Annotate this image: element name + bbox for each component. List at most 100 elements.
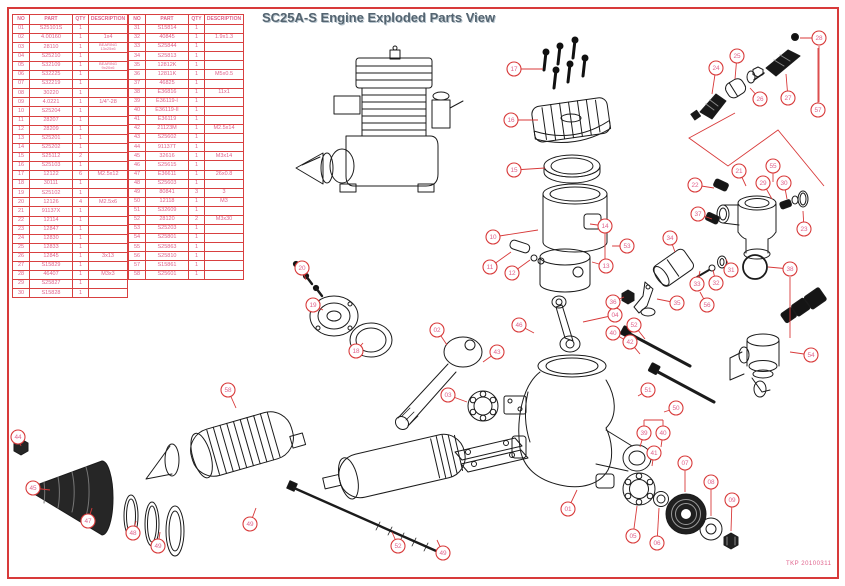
svg-text:29: 29 <box>759 180 767 187</box>
part-description <box>204 260 244 271</box>
callout-balloon-40: 40 <box>605 325 621 341</box>
leader-line <box>492 229 539 238</box>
part-description: BEARING 9x20x6 <box>88 60 128 72</box>
piston-pin <box>509 239 545 265</box>
callout-balloon-10: 10 <box>485 229 501 245</box>
part-description <box>88 79 128 90</box>
callout-balloon-20: 20 <box>294 260 310 276</box>
callout-balloon-29: 29 <box>755 175 771 191</box>
svg-text:18: 18 <box>352 348 360 355</box>
svg-text:24: 24 <box>712 65 720 72</box>
crankcase <box>503 354 652 489</box>
callout-balloon-37: 37 <box>690 206 706 222</box>
svg-text:46: 46 <box>515 322 523 329</box>
svg-text:40: 40 <box>659 430 667 437</box>
callout-balloon-55: 55 <box>765 158 781 174</box>
callout-balloon-06: 06 <box>649 535 665 551</box>
callout-balloon-33: 33 <box>689 276 705 292</box>
svg-text:09: 09 <box>728 497 736 504</box>
part-description <box>88 88 128 99</box>
assembled-engine <box>295 45 464 193</box>
svg-text:21: 21 <box>735 168 743 175</box>
callout-balloon-53: 53 <box>619 238 635 254</box>
svg-text:13: 13 <box>602 263 610 270</box>
svg-text:35: 35 <box>673 300 681 307</box>
part-description: 11x1 <box>204 87 244 98</box>
connecting-rod <box>551 295 581 353</box>
svg-text:26: 26 <box>756 96 764 103</box>
svg-text:45: 45 <box>29 485 37 492</box>
callout-balloon-02: 02 <box>429 322 445 338</box>
svg-text:03: 03 <box>444 392 452 399</box>
svg-text:33: 33 <box>693 281 701 288</box>
callout-balloon-12: 12 <box>504 265 520 281</box>
muffler-smooth <box>322 433 466 500</box>
callout-balloon-57: 57 <box>810 102 826 118</box>
part-description <box>88 70 128 81</box>
part-description <box>88 288 128 299</box>
svg-text:32: 32 <box>712 280 720 287</box>
callout-balloon-49: 49 <box>242 516 258 532</box>
callout-balloon-24: 24 <box>708 60 724 76</box>
crankshaft-group <box>394 336 499 431</box>
callout-balloon-42: 42 <box>622 334 638 350</box>
callout-balloon-48: 48 <box>125 525 141 541</box>
callout-balloon-36: 36 <box>605 294 621 310</box>
callout-balloon-19: 19 <box>305 297 321 313</box>
exhaust-gaskets <box>454 437 529 473</box>
carburetor-complete <box>729 287 827 398</box>
callout-balloon-50: 50 <box>668 400 684 416</box>
callout-balloon-39: 39 <box>636 425 652 441</box>
svg-text:12: 12 <box>508 270 516 277</box>
callout-balloon-46: 46 <box>511 317 527 333</box>
svg-text:49: 49 <box>439 550 447 557</box>
svg-text:54: 54 <box>807 352 815 359</box>
svg-text:20: 20 <box>298 265 306 272</box>
callout-balloon-08: 08 <box>703 474 719 490</box>
svg-text:04: 04 <box>611 312 619 319</box>
svg-text:48: 48 <box>129 530 137 537</box>
callout-balloon-45: 45 <box>25 480 41 496</box>
callout-balloon-04: 04 <box>607 307 623 323</box>
part-description: M5x0.5 <box>204 69 244 80</box>
head-bolts <box>542 36 589 90</box>
callout-balloon-41: 41 <box>646 445 662 461</box>
svg-text:17: 17 <box>510 66 518 73</box>
svg-text:37: 37 <box>694 211 702 218</box>
svg-text:15: 15 <box>510 167 518 174</box>
drawing-number: TKP 20100311 <box>786 561 832 567</box>
svg-text:38: 38 <box>786 266 794 273</box>
muffler-cone-group <box>13 438 185 557</box>
needle-valve-assembly <box>690 33 801 121</box>
svg-text:52: 52 <box>394 543 402 550</box>
callout-balloon-38: 38 <box>782 261 798 277</box>
svg-text:56: 56 <box>703 302 711 309</box>
svg-text:05: 05 <box>629 533 637 540</box>
svg-text:34: 34 <box>666 235 674 242</box>
muffler-finned <box>145 411 307 480</box>
part-description <box>88 260 128 272</box>
svg-text:57: 57 <box>814 107 822 114</box>
svg-text:49: 49 <box>154 543 162 550</box>
part-description <box>88 106 128 117</box>
svg-text:11: 11 <box>487 264 494 271</box>
part-description <box>88 115 128 126</box>
svg-text:06: 06 <box>653 540 661 547</box>
part-description <box>204 105 244 116</box>
carburetor <box>621 178 809 317</box>
svg-text:36: 36 <box>609 299 617 306</box>
